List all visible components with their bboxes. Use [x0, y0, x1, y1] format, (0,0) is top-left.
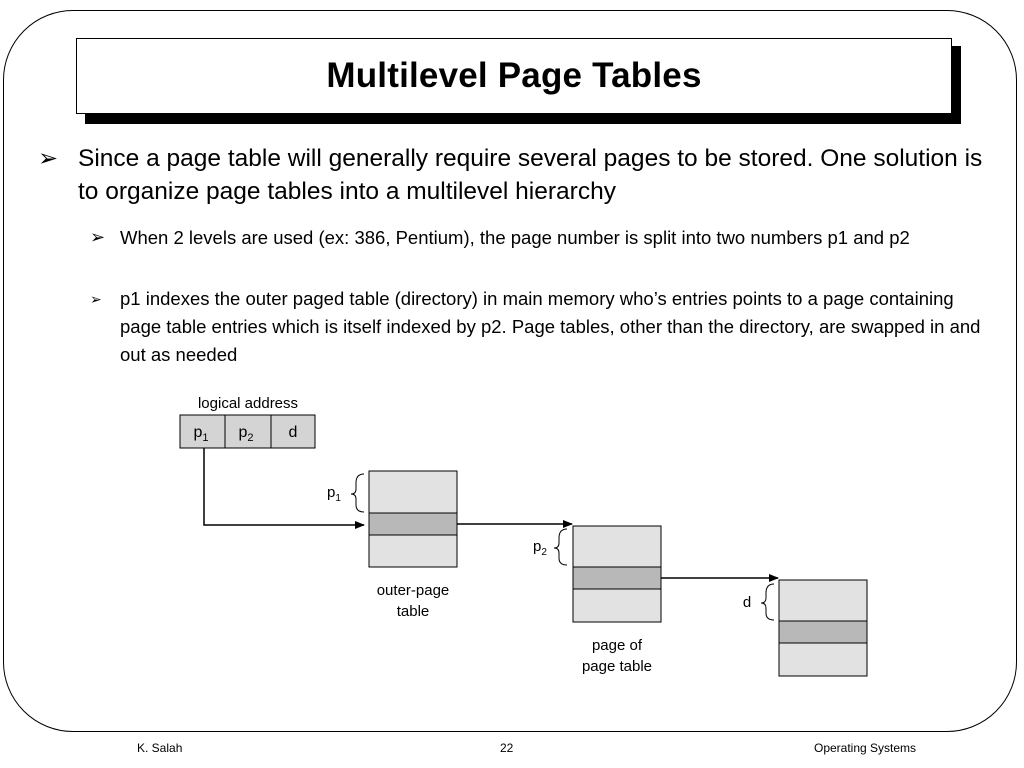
- title-box: Multilevel Page Tables: [76, 38, 952, 114]
- footer-page-number: 22: [500, 741, 514, 755]
- arrow-bullet-icon: ➢: [38, 145, 59, 172]
- page-of-page-table: page of page table: [572, 525, 662, 675]
- page-of-page-table-entry: [572, 566, 662, 590]
- bullet-3: ➢ p1 indexes the outer paged table (dire…: [90, 285, 990, 369]
- outer-page-table-label-line2: table: [397, 603, 430, 620]
- target-page: [778, 579, 868, 677]
- bullet-2-text: When 2 levels are used (ex: 386, Pentium…: [120, 227, 910, 248]
- arrow-bullet-icon: ➢: [90, 227, 106, 247]
- offset-brace: [760, 583, 775, 621]
- field-d-box: [270, 414, 316, 449]
- page-of-page-table-label-line1: page of: [592, 637, 643, 654]
- page-of-page-table-label-line2: page table: [582, 658, 652, 675]
- outer-brace-label: p1: [327, 484, 341, 504]
- field-d-label: d: [289, 424, 298, 441]
- outer-brace: [350, 473, 365, 513]
- bullet-3-text: p1 indexes the outer paged table (direct…: [120, 288, 981, 365]
- bullet-2: ➢ When 2 levels are used (ex: 386, Penti…: [90, 224, 990, 252]
- arrow-bullet-icon: ➢: [90, 291, 102, 307]
- p1-pointer-arrow: [203, 448, 365, 529]
- inner-brace: [553, 528, 568, 566]
- target-page-entry: [778, 620, 868, 644]
- field-p2-box: [224, 414, 272, 449]
- footer-author: K. Salah: [137, 741, 183, 755]
- bullet-1-text: Since a page table will generally requir…: [78, 145, 983, 205]
- field-p1-box: [179, 414, 226, 449]
- inner-brace-label: p2: [533, 538, 547, 558]
- logical-address-label: logical address: [198, 395, 298, 412]
- outer-page-table: outer-page table: [368, 470, 458, 620]
- field-p2-label: p2: [238, 424, 253, 444]
- outer-page-table-entry: [368, 512, 458, 536]
- footer-course: Operating Systems: [814, 741, 917, 755]
- bullet-1: ➢ Since a page table will generally requ…: [38, 142, 998, 208]
- field-p1-label: p1: [193, 424, 208, 444]
- outer-page-table-label-line1: outer-page: [377, 582, 450, 599]
- slide-title: Multilevel Page Tables: [326, 56, 702, 95]
- offset-brace-label: d: [743, 594, 751, 611]
- slide-frame: [3, 10, 1017, 732]
- logical-address-fields: p1 p2 d: [179, 414, 316, 449]
